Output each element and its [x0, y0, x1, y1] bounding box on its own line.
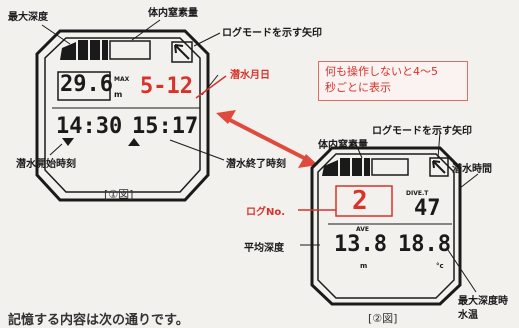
nitrogen-bargraph-2: [322, 158, 409, 176]
watch-1-outline: [35, 29, 210, 202]
label-body-nitrogen-1: 体内窒素量: [148, 8, 198, 19]
label-dive-start-time: 潜水開始時刻: [16, 159, 76, 170]
figure2-caption: [②図]: [368, 312, 398, 325]
watch2-ave-label: AVE: [356, 226, 369, 233]
watch2-temp-unit: °c: [436, 262, 444, 270]
label-dive-month-day: 潜水月日: [230, 70, 270, 81]
label-avg-depth: 平均深度: [244, 243, 284, 254]
watch2-temp-value: 18.8: [398, 232, 451, 257]
leader-lines-2: [300, 131, 479, 293]
watch2-dive-t-label: DIVE.T: [406, 190, 429, 197]
double-arrow-icon: [216, 110, 318, 168]
start-marker-icon: [62, 138, 74, 146]
figure1-caption: [①図]: [104, 188, 134, 201]
display-note: 何も操作しないと4〜5 秒ごとに表示: [318, 61, 468, 101]
depth-frame-1: [57, 71, 111, 101]
date-leader: [195, 75, 227, 99]
label-body-nitrogen-2: 体内窒素量: [318, 140, 368, 151]
label-dive-end-time: 潜水終了時刻: [226, 159, 286, 170]
note-line-1: 何も操作しないと4〜5: [325, 65, 438, 78]
watch-2-outline: [310, 146, 462, 306]
label-dive-time: 潜水時間: [452, 164, 492, 175]
label-log-no: ログNo.: [246, 207, 286, 218]
end-marker-icon: [128, 138, 140, 146]
label-temp-at-max-depth-2: 水温: [458, 310, 478, 321]
watch1-end-time: 15:17: [132, 114, 199, 139]
label-temp-at-max-depth-1: 最大深度時: [458, 296, 508, 307]
log-no-frame: [335, 185, 393, 217]
watch2-avg-depth-unit: m: [360, 262, 368, 270]
watch2-log-no-value: 2: [352, 186, 368, 216]
label-max-depth: 最大深度: [8, 12, 48, 23]
label-log-mode-arrow-1: ログモードを示す矢印: [222, 28, 322, 39]
watch2-avg-depth-value: 13.8: [334, 232, 387, 257]
watch1-start-time: 14:30: [56, 114, 123, 139]
watch1-date-value: 5-12: [140, 74, 193, 99]
note-line-2: 秒ごとに表示: [325, 81, 391, 94]
watch1-max-label: MAX: [114, 76, 130, 83]
log-mode-arrow-box-2: [429, 157, 449, 177]
watch1-depth-unit: m: [114, 90, 123, 99]
log-mode-arrow-box-1: [171, 41, 193, 63]
watch2-dive-time-value: 47: [414, 196, 441, 221]
label-log-mode-arrow-2: ログモードを示す矢印: [372, 126, 472, 137]
watch1-depth-value: 29.6: [60, 72, 113, 97]
nitrogen-bargraph-1: [60, 40, 151, 60]
body-text: 記憶する内容は次の通りです。: [8, 313, 189, 328]
